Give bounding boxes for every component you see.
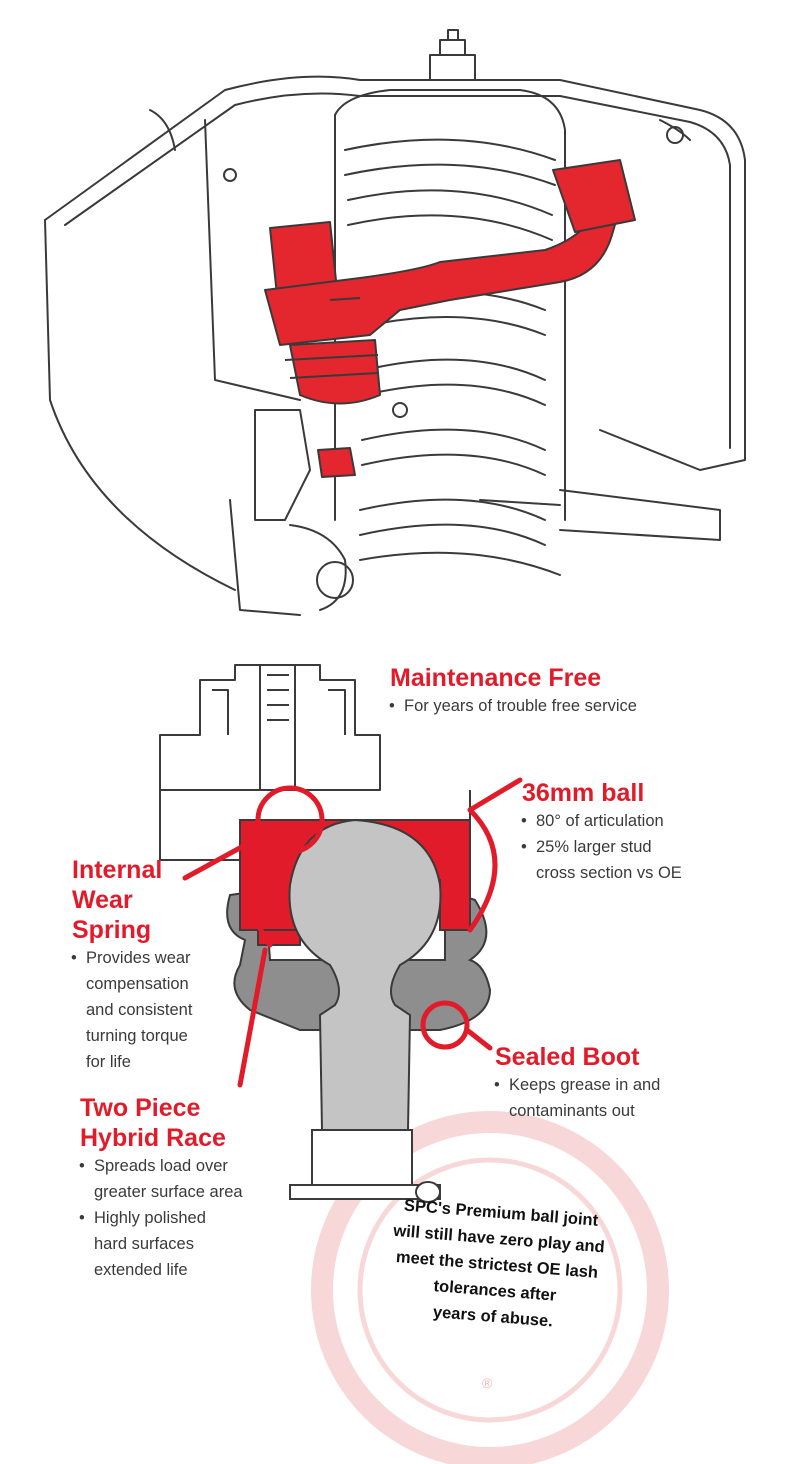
callout-title: Maintenance Free (390, 664, 602, 692)
callout-two-piece-hybrid-race: Two Piece Hybrid Race Spreads load over … (79, 1093, 320, 1283)
bullet: Keeps grease in and contaminants out (491, 1072, 790, 1124)
bullet: Spreads load over greater surface area (76, 1153, 320, 1205)
stamp-watermark (311, 1111, 669, 1464)
callout-bullets: Keeps grease in and contaminants out (491, 1072, 790, 1124)
callout-maintenance-free: Maintenance Free For years of trouble fr… (389, 663, 790, 719)
bullet: 80° of articulation (518, 808, 792, 834)
callout-bullets: Provides wear compensation and consisten… (68, 945, 272, 1075)
callout-internal-wear-spring: Internal Wear Spring Provides wear compe… (71, 855, 272, 1075)
bullet: Provides wear compensation and consisten… (68, 945, 272, 1075)
bullet: 25% larger stud cross section vs OE (518, 834, 792, 886)
registered-mark: ® (482, 1375, 493, 1391)
callout-sealed-boot: Sealed Boot Keeps grease in and contamin… (494, 1042, 790, 1124)
suspension-assembly-illustration (44, 29, 746, 616)
callout-36mm-ball: 36mm ball 80° of articulation 25% larger… (521, 778, 792, 886)
callout-title: 36mm ball (522, 779, 645, 807)
callout-title: Two Piece Hybrid Race (80, 1094, 226, 1152)
callout-bullets: Spreads load over greater surface area H… (76, 1153, 320, 1283)
stamp-statement: SPC's Premium ball joint will still have… (392, 1196, 606, 1331)
bullet: For years of trouble free service (386, 693, 790, 719)
callout-bullets: 80° of articulation 25% larger stud cros… (518, 808, 792, 886)
callout-bullets: For years of trouble free service (386, 693, 790, 719)
callout-title: Internal Wear Spring (72, 856, 163, 944)
callout-title: Sealed Boot (495, 1043, 640, 1071)
bullet: Highly polished hard surfaces extended l… (76, 1205, 320, 1283)
